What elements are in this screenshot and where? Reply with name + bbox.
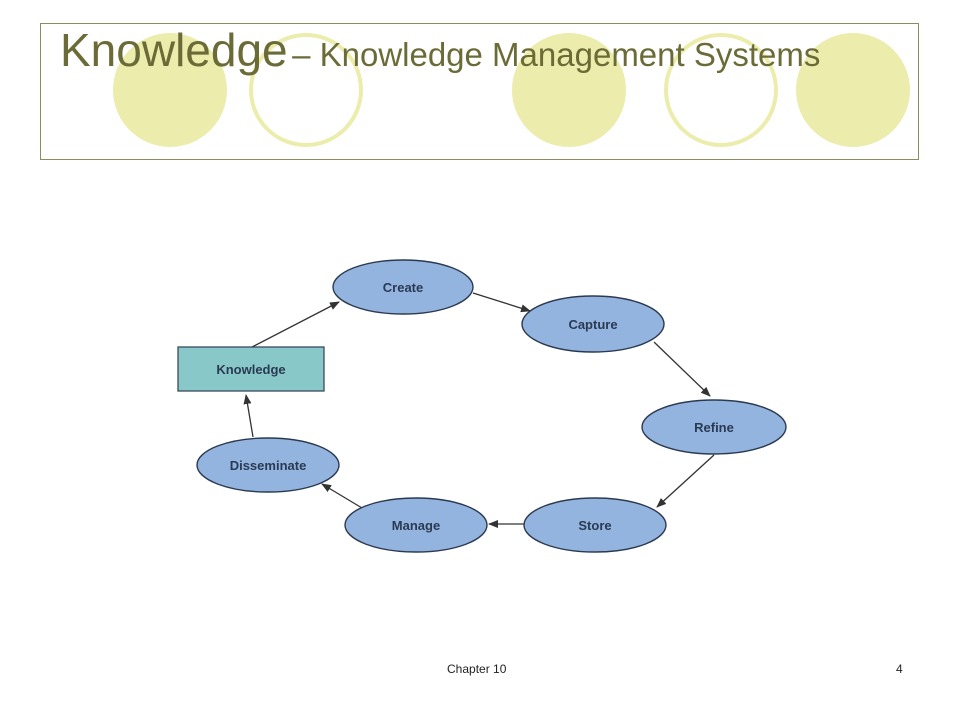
footer-chapter: Chapter 10 xyxy=(447,662,507,676)
decor-circle-filled xyxy=(796,33,910,147)
node-capture-label: Capture xyxy=(568,317,617,332)
node-capture-ellipse xyxy=(521,295,665,353)
decor-circle-outline xyxy=(664,33,778,147)
decor-circle-filled xyxy=(512,33,626,147)
node-manage-label: Manage xyxy=(392,518,440,533)
node-knowledge-box xyxy=(177,346,325,392)
footer-page-number: 4 xyxy=(896,662,903,676)
node-store-ellipse xyxy=(523,497,667,553)
node-disseminate-label: Disseminate xyxy=(230,458,307,473)
slide-title: Knowledge – Knowledge Management Systems xyxy=(60,22,880,80)
node-create-ellipse xyxy=(332,259,474,315)
title-frame xyxy=(40,23,919,160)
arrow-create-to-capture xyxy=(472,292,531,313)
title-main: Knowledge xyxy=(60,24,288,76)
arrow-knowledge-to-create xyxy=(251,301,340,348)
node-refine-label: Refine xyxy=(694,420,734,435)
node-refine-ellipse xyxy=(641,399,787,455)
arrow-disseminate-to-knowledge xyxy=(243,394,254,438)
node-disseminate-ellipse xyxy=(196,437,340,493)
decor-circle-outline xyxy=(249,33,363,147)
decor-circle-filled xyxy=(113,33,227,147)
arrow-manage-to-disseminate xyxy=(321,483,363,509)
title-sub: – Knowledge Management Systems xyxy=(292,36,821,73)
arrow-capture-to-refine xyxy=(653,341,711,397)
arrow-refine-to-store xyxy=(656,454,715,508)
node-manage-ellipse xyxy=(344,497,488,553)
node-store-label: Store xyxy=(578,518,611,533)
node-knowledge-label: Knowledge xyxy=(216,362,285,377)
node-create-label: Create xyxy=(383,280,423,295)
